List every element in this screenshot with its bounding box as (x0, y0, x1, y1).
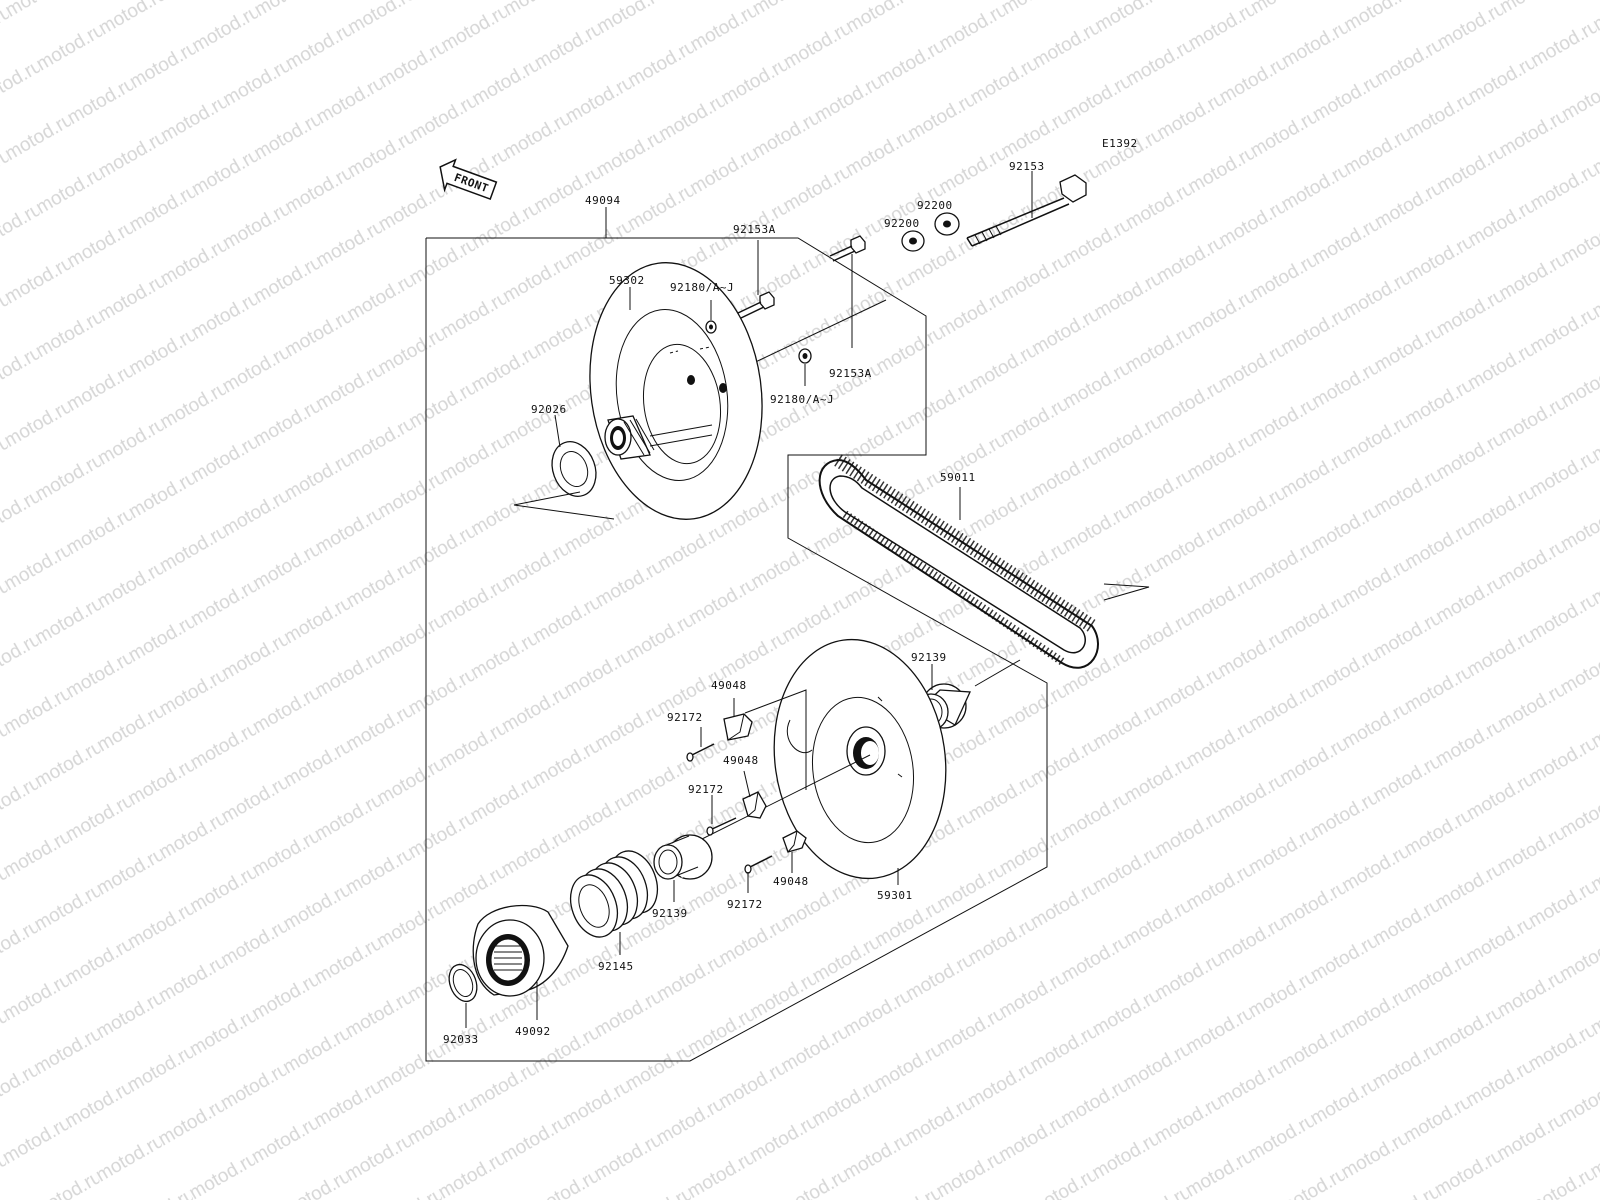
screw-92172-b (706, 817, 737, 836)
driven-sheave-59301 (773, 638, 947, 880)
guide-lines-49048 (744, 689, 807, 790)
label-92153A-b: 92153A (829, 367, 872, 380)
slider-49048-a (723, 713, 753, 741)
washer-92200-a (934, 212, 960, 236)
guide-92139-a (974, 659, 1021, 687)
bolt-92153A-a (737, 291, 775, 319)
cam-49092 (472, 904, 569, 997)
label-92180-a: 92180/A~J (670, 281, 734, 294)
spacer-92026 (551, 441, 597, 497)
label-59302: 59302 (609, 274, 645, 287)
guide-lines-belt (1103, 583, 1150, 601)
label-59011: 59011 (940, 471, 976, 484)
guide-lines-59302 (513, 491, 615, 520)
label-92200-a: 92200 (917, 199, 953, 212)
label-92200-b: 92200 (884, 217, 920, 230)
label-49048-a: 49048 (711, 679, 747, 692)
screw-92172-a (686, 743, 715, 762)
label-92145: 92145 (598, 960, 634, 973)
drive-sheave-59302 (589, 262, 763, 520)
label-92153A-a: 92153A (733, 223, 776, 236)
leader-92026 (554, 414, 561, 448)
leader-49048-b (743, 770, 751, 798)
slider-49048-c (782, 830, 807, 853)
label-92172-c: 92172 (727, 898, 763, 911)
assembly-outline (425, 237, 1048, 1062)
spring-92145 (569, 850, 659, 938)
label-92033: 92033 (443, 1033, 479, 1046)
label-92139-b: 92139 (652, 907, 688, 920)
label-92139-a: 92139 (911, 651, 947, 664)
axis-line (744, 299, 887, 368)
label-49092: 49092 (515, 1025, 551, 1038)
label-92172-b: 92172 (688, 783, 724, 796)
label-49094: 49094 (585, 194, 621, 207)
label-49048-c: 49048 (773, 875, 809, 888)
bolt-92153 (966, 174, 1087, 247)
label-59301: 59301 (877, 889, 913, 902)
label-92172-a: 92172 (667, 711, 703, 724)
screw-92172-c (744, 855, 773, 874)
washer-92200-b (901, 230, 925, 252)
label-92180-b: 92180/A~J (770, 393, 834, 406)
bolt-92153A-b (829, 235, 866, 262)
washer-92180-a (705, 320, 717, 334)
circlip-92033 (448, 963, 478, 1003)
washer-92180-b (798, 348, 812, 364)
slider-49048-b (742, 791, 767, 819)
diagram-id: E1392 (1102, 137, 1138, 150)
label-92153: 92153 (1009, 160, 1045, 173)
bushing-92139-b (653, 834, 713, 880)
label-92026: 92026 (531, 403, 567, 416)
drive-belt-59011 (818, 454, 1099, 669)
axis-line-lower (689, 754, 871, 846)
label-49048-b: 49048 (723, 754, 759, 767)
